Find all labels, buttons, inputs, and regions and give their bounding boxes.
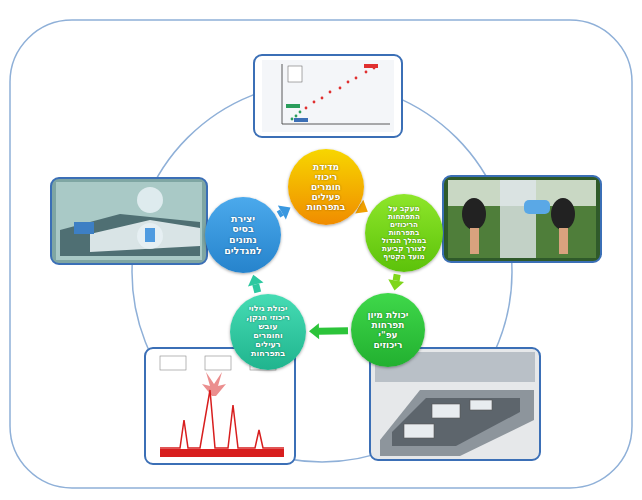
node-text: מדידת ריכוזי חומרים פעילים בתפרחות (302, 162, 351, 212)
process-circle: מעקב על התפתחות הריכוזים בתפרחות במהלך ה… (365, 194, 443, 272)
arrow-head (278, 206, 291, 220)
node-text: יכולת גילוי ריכוזי חנקן, עובש וחומרים רע… (244, 305, 293, 359)
node-text: יצירת בסיס נתונים למגדלים (219, 214, 268, 257)
greenhouse-photo (443, 176, 601, 262)
arrow-shaft (278, 213, 281, 215)
flow-arrow (278, 206, 291, 220)
database-photo (51, 178, 207, 264)
arrow-shaft (256, 284, 258, 292)
flow-arrow (248, 275, 263, 293)
chart-photo (254, 55, 402, 137)
process-circle: יכולת מיון תפרחות עפ"י ריכוזים (351, 293, 425, 367)
process-circle: יצירת בסיס נתונים למגדלים (205, 197, 281, 273)
text-wrap: יכולת מיון תפרחות עפ"י ריכוזים (351, 310, 425, 350)
text-wrap: יצירת בסיס נתונים למגדלים (205, 214, 281, 257)
arrow-shaft (319, 327, 348, 334)
outer-frame (10, 20, 632, 488)
text-wrap: מדידת ריכוזי חומרים פעילים בתפרחות (288, 162, 364, 212)
process-circle: מדידת ריכוזי חומרים פעילים בתפרחות (288, 149, 364, 225)
flow-arrow (388, 274, 404, 290)
arrow-head (388, 279, 404, 290)
flow-arrow (309, 323, 348, 339)
text-wrap: יכולת גילוי ריכוזי חנקן, עובש וחומרים רע… (230, 305, 306, 359)
text-wrap: מעקב על התפתחות הריכוזים בתפרחות במהלך ה… (365, 205, 443, 261)
process-circle: יכולת גילוי ריכוזי חנקן, עובש וחומרים רע… (230, 294, 306, 370)
node-text: מעקב על התפתחות הריכוזים בתפרחות במהלך ה… (379, 205, 429, 261)
arrow-shaft (396, 274, 397, 280)
arrow-head (309, 323, 319, 339)
node-text: יכולת מיון תפרחות עפ"י ריכוזים (364, 310, 411, 350)
arrow-head (248, 275, 263, 287)
